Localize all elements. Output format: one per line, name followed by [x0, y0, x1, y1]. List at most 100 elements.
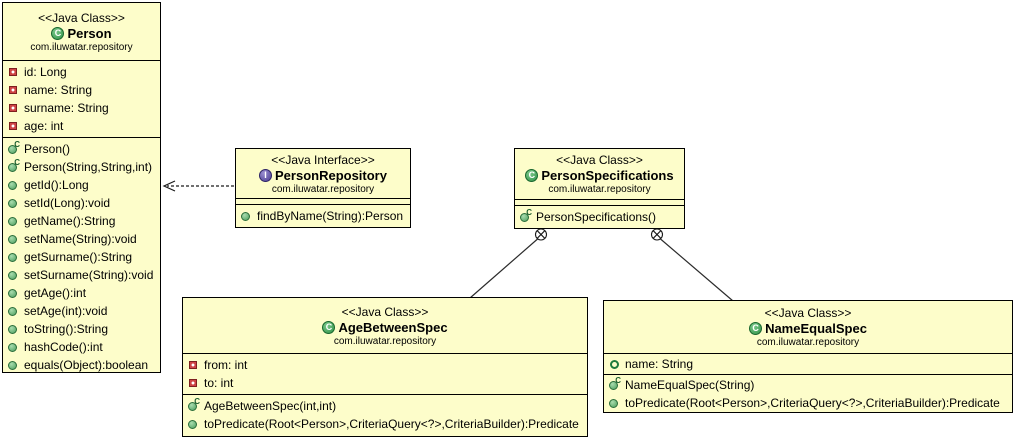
- circled-cross-anchor-icon: [534, 228, 548, 241]
- method-row[interactable]: setName(String):void: [3, 230, 160, 248]
- method-row[interactable]: getSurname():String: [3, 248, 160, 266]
- stereotype-label: <<Java Class>>: [764, 306, 852, 320]
- method-label: findByName(String):Person: [257, 209, 404, 223]
- method-label: NameEqualSpec(String): [625, 378, 755, 392]
- method-row[interactable]: C NameEqualSpec(String): [604, 376, 1012, 394]
- class-name-label: AgeBetweenSpec: [338, 319, 448, 335]
- open-arrowhead-icon: [162, 180, 176, 192]
- method-row[interactable]: getId():Long: [3, 176, 160, 194]
- package-label: com.iluwatar.repository: [333, 335, 437, 347]
- class-name-label: Person: [67, 25, 112, 41]
- private-field-icon: [189, 361, 197, 369]
- circled-cross-anchor-icon: [650, 228, 664, 241]
- public-method-icon: [7, 341, 20, 354]
- package-label: com.iluwatar.repository: [271, 183, 375, 195]
- public-method-icon: [7, 269, 20, 282]
- stereotype-label: <<Java Class>>: [341, 304, 429, 319]
- public-method-icon: [240, 210, 253, 223]
- field-row[interactable]: name: String: [3, 81, 160, 99]
- java-class-icon: C: [525, 169, 539, 183]
- field-row[interactable]: surname: String: [3, 99, 160, 117]
- nested-class-connector-agebetweenspec[interactable]: [469, 228, 548, 299]
- cross-stroke: [536, 230, 546, 239]
- methods-compartment: C NameEqualSpec(String) toPredicate(Root<…: [604, 374, 1012, 412]
- public-method-icon: [7, 287, 20, 300]
- class-title-nameequalspec: <<Java Class>> C NameEqualSpec com.iluwa…: [604, 301, 1012, 354]
- private-field-icon: [189, 379, 197, 387]
- class-name-label: PersonSpecifications: [541, 168, 674, 184]
- method-label: getSurname():String: [24, 250, 133, 264]
- field-row[interactable]: id: Long: [3, 63, 160, 81]
- method-label: getAge():int: [24, 286, 87, 300]
- public-method-icon: [7, 359, 20, 372]
- class-name-row: C PersonSpecifications: [525, 168, 674, 184]
- method-label: toPredicate(Root<Person>,CriteriaQuery<?…: [625, 396, 1000, 410]
- private-field-icon: [9, 122, 17, 130]
- method-label: toString():String: [24, 322, 109, 336]
- interface-box-personrepository[interactable]: <<Java Interface>> I PersonRepository co…: [235, 148, 411, 228]
- field-label: surname: String: [24, 101, 109, 115]
- method-label: PersonSpecifications(): [536, 210, 657, 224]
- field-label: to: int: [204, 376, 234, 390]
- class-name-label: NameEqualSpec: [765, 321, 867, 336]
- fields-compartment: id: Long name: String surname: String ag…: [3, 61, 160, 137]
- fields-compartment: name: String: [604, 354, 1012, 374]
- field-row[interactable]: from: int: [183, 356, 587, 374]
- dependency-arrow-personrepository-to-person[interactable]: [162, 180, 234, 192]
- method-label: setName(String):void: [24, 232, 137, 246]
- field-row[interactable]: age: int: [3, 117, 160, 135]
- method-label: AgeBetweenSpec(int,int): [204, 399, 337, 413]
- method-label: setId(Long):void: [24, 196, 111, 210]
- class-box-nameequalspec[interactable]: <<Java Class>> C NameEqualSpec com.iluwa…: [603, 300, 1013, 413]
- method-row[interactable]: toString():String: [3, 320, 160, 338]
- java-class-icon: C: [749, 322, 763, 335]
- public-method-icon: [608, 397, 621, 410]
- method-row[interactable]: getAge():int: [3, 284, 160, 302]
- field-label: from: int: [204, 358, 248, 372]
- public-method-icon: [7, 197, 20, 210]
- method-label: setAge(int):void: [24, 304, 108, 318]
- package-label: com.iluwatar.repository: [548, 184, 651, 196]
- public-method-icon: [7, 179, 20, 192]
- method-row[interactable]: equals(Object):boolean: [3, 356, 160, 372]
- method-row[interactable]: toPredicate(Root<Person>,CriteriaQuery<?…: [604, 394, 1012, 412]
- method-row[interactable]: getName():String: [3, 212, 160, 230]
- class-name-row: C NameEqualSpec: [749, 321, 867, 336]
- class-title-personspecifications: <<Java Class>> C PersonSpecifications co…: [515, 149, 684, 201]
- interface-name-label: PersonRepository: [275, 167, 387, 183]
- java-class-icon: C: [322, 320, 336, 334]
- constructor-icon: C: [7, 158, 20, 174]
- class-box-personspecifications[interactable]: <<Java Class>> C PersonSpecifications co…: [514, 148, 685, 229]
- package-field-icon: [610, 359, 619, 369]
- method-row[interactable]: hashCode():int: [3, 338, 160, 356]
- private-field-icon: [9, 104, 17, 112]
- nested-class-connector-nameequalspec[interactable]: [650, 228, 734, 302]
- class-box-person[interactable]: <<Java Class>> C Person com.iluwatar.rep…: [2, 2, 161, 373]
- method-row[interactable]: setSurname(String):void: [3, 266, 160, 284]
- field-row[interactable]: to: int: [183, 374, 587, 392]
- java-class-icon: C: [51, 26, 65, 40]
- methods-compartment: findByName(String):Person: [236, 204, 410, 227]
- method-row[interactable]: setAge(int):void: [3, 302, 160, 320]
- package-label: com.iluwatar.repository: [30, 41, 133, 53]
- method-row[interactable]: findByName(String):Person: [236, 207, 410, 225]
- field-label: name: String: [625, 357, 694, 371]
- method-row[interactable]: setId(Long):void: [3, 194, 160, 212]
- method-row[interactable]: toPredicate(Root<Person>,CriteriaQuery<?…: [183, 415, 587, 433]
- constructor-icon: C: [608, 376, 621, 392]
- stereotype-label: <<Java Class>>: [556, 153, 643, 168]
- method-label: toPredicate(Root<Person>,CriteriaQuery<?…: [204, 417, 579, 431]
- field-row[interactable]: name: String: [604, 355, 1012, 373]
- class-box-agebetweenspec[interactable]: <<Java Class>> C AgeBetweenSpec com.iluw…: [182, 297, 588, 437]
- method-label: getId():Long: [24, 178, 89, 192]
- cross-stroke: [536, 230, 546, 239]
- public-method-icon: [7, 305, 20, 318]
